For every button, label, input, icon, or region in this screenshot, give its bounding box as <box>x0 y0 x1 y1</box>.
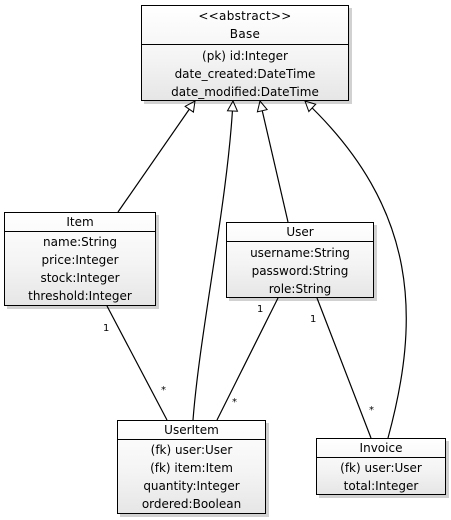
class-useritem-attribute: (fk) user:User <box>150 443 233 457</box>
multiplicity-item-source: 1 <box>103 323 110 334</box>
class-item-header: Item <box>5 213 155 232</box>
inherit-item-base <box>117 101 195 213</box>
class-useritem-attribute: ordered:Boolean <box>141 497 242 511</box>
multiplicity-item-target: * <box>161 385 166 396</box>
class-invoice-name: Invoice <box>359 441 403 455</box>
class-useritem-attribute: quantity:Integer <box>143 479 240 493</box>
class-invoice-attributes: (fk) user:User total:Integer <box>317 458 445 497</box>
class-useritem-header: UserItem <box>118 421 265 440</box>
class-user-header: User <box>227 223 373 242</box>
class-base-name: Base <box>229 27 261 41</box>
assoc-user-invoice <box>316 297 372 439</box>
class-item-name: Item <box>66 215 94 229</box>
class-user-attribute: role:String <box>268 282 332 296</box>
class-invoice[interactable]: Invoice (fk) user:User total:Integer <box>316 438 446 495</box>
class-base-attribute: date_modified:DateTime <box>171 85 319 99</box>
class-user-name: User <box>286 225 314 239</box>
class-useritem-attribute: (fk) item:Item <box>150 461 233 475</box>
class-user-attribute: password:String <box>251 264 349 278</box>
class-user-attributes: username:String password:String role:Str… <box>227 242 373 300</box>
class-item[interactable]: Item name:String price:Integer stock:Int… <box>4 212 156 306</box>
class-base[interactable]: <<abstract>> Base (pk) id:Integer date_c… <box>141 5 349 101</box>
inherit-useritem-base <box>192 101 233 421</box>
inherit-invoice-base <box>305 101 407 439</box>
class-base-header: <<abstract>> Base <box>142 6 348 45</box>
class-base-attributes: (pk) id:Integer date_created:DateTime da… <box>142 45 348 103</box>
class-item-attributes: name:String price:Integer stock:Integer … <box>5 232 155 307</box>
class-base-stereotype: <<abstract>> <box>198 9 292 23</box>
multiplicity-user-invoice-source: 1 <box>310 314 317 325</box>
class-useritem[interactable]: UserItem (fk) user:User (fk) item:Item q… <box>117 420 266 514</box>
inherit-user-base <box>260 101 289 223</box>
multiplicity-user-invoice-target: * <box>369 405 374 416</box>
class-item-attribute: stock:Integer <box>40 271 120 285</box>
multiplicity-user-useritem-source: 1 <box>257 304 264 315</box>
class-user[interactable]: User username:String password:String rol… <box>226 222 374 298</box>
class-useritem-attributes: (fk) user:User (fk) item:Item quantity:I… <box>118 440 265 515</box>
class-item-attribute: price:Integer <box>41 253 119 267</box>
class-invoice-header: Invoice <box>317 439 445 458</box>
assoc-item-useritem <box>106 305 168 421</box>
class-invoice-attribute: total:Integer <box>343 479 419 493</box>
class-user-attribute: username:String <box>250 246 350 260</box>
assoc-user-useritem <box>216 297 279 421</box>
multiplicity-user-useritem-target: * <box>232 397 237 408</box>
class-item-attribute: name:String <box>43 235 117 249</box>
class-base-attribute: date_created:DateTime <box>174 67 316 81</box>
class-invoice-attribute: (fk) user:User <box>340 461 422 475</box>
class-item-attribute: threshold:Integer <box>28 289 132 303</box>
class-base-attribute: (pk) id:Integer <box>202 49 288 63</box>
class-useritem-name: UserItem <box>164 423 219 437</box>
